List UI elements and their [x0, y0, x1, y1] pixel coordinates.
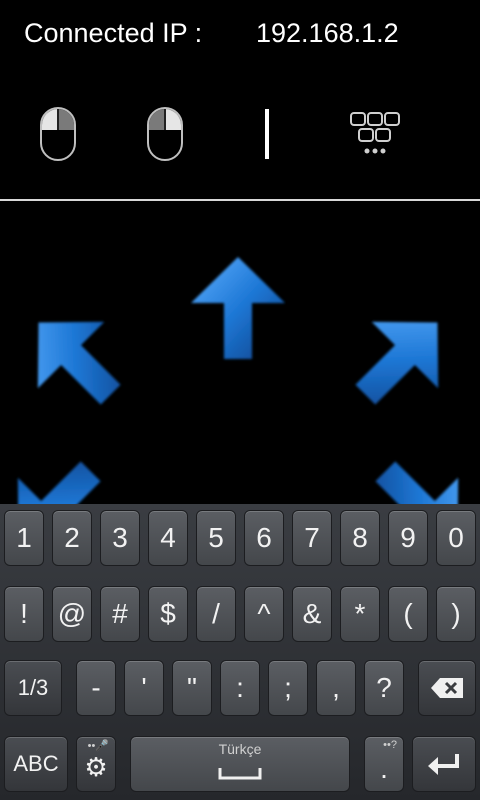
left-click-button[interactable] [30, 100, 86, 168]
keyboard-toggle-button[interactable] [342, 100, 408, 168]
key-exclamation[interactable]: ! [4, 586, 44, 642]
keyboard-icon [350, 112, 400, 154]
space-key[interactable]: Türkçe [130, 736, 350, 792]
space-language-label: Türkçe [218, 741, 262, 757]
key-dash[interactable]: - [76, 660, 116, 716]
key-ampersand[interactable]: & [292, 586, 332, 642]
gear-icon: ⚙ [84, 751, 108, 782]
settings-key[interactable]: ••🎤 ⚙ [76, 736, 116, 792]
key-open-paren[interactable]: ( [388, 586, 428, 642]
soft-keyboard: 1 2 3 4 5 6 7 8 9 0 ! @ # $ / ^ & * ( ) … [0, 504, 480, 800]
key-3[interactable]: 3 [100, 510, 140, 566]
arrow-pad[interactable] [0, 201, 480, 504]
connected-ip-value: 192.168.1.2 [256, 18, 399, 48]
key-6[interactable]: 6 [244, 510, 284, 566]
key-2[interactable]: 2 [52, 510, 92, 566]
key-semicolon[interactable]: ; [268, 660, 308, 716]
key-5[interactable]: 5 [196, 510, 236, 566]
key-colon[interactable]: : [220, 660, 260, 716]
key-question[interactable]: ? [364, 660, 404, 716]
arrow-down-left-button[interactable] [0, 433, 129, 504]
key-period-label: . [380, 753, 388, 784]
key-caret[interactable]: ^ [244, 586, 284, 642]
key-8[interactable]: 8 [340, 510, 380, 566]
key-apostrophe[interactable]: ' [124, 660, 164, 716]
key-period[interactable]: ••? . [364, 736, 404, 792]
connection-header: Connected IP : 192.168.1.2 [0, 0, 480, 200]
key-page-toggle[interactable]: 1/3 [4, 660, 62, 716]
key-9[interactable]: 9 [388, 510, 428, 566]
key-dollar[interactable]: $ [148, 586, 188, 642]
enter-icon [428, 754, 459, 775]
key-close-paren[interactable]: ) [436, 586, 476, 642]
key-abc[interactable]: ABC [4, 736, 68, 792]
backspace-icon [431, 678, 463, 698]
key-comma[interactable]: , [316, 660, 356, 716]
space-icon [218, 768, 262, 780]
key-at[interactable]: @ [52, 586, 92, 642]
right-click-button[interactable] [137, 100, 193, 168]
arrow-up-button[interactable] [190, 255, 286, 365]
arrow-down-right-button[interactable] [347, 433, 480, 504]
key-asterisk[interactable]: * [340, 586, 380, 642]
mic-hint-icon: ••🎤 [87, 740, 109, 752]
enter-key[interactable] [412, 736, 476, 792]
right-mouse-button-icon [147, 107, 183, 161]
arrow-up-left-button[interactable] [3, 287, 149, 433]
key-quote[interactable]: " [172, 660, 212, 716]
key-4[interactable]: 4 [148, 510, 188, 566]
period-hint: ••? [383, 739, 397, 751]
key-1[interactable]: 1 [4, 510, 44, 566]
text-input-button[interactable] [252, 100, 282, 168]
left-mouse-button-icon [40, 107, 76, 161]
key-slash[interactable]: / [196, 586, 236, 642]
arrow-up-right-button[interactable] [327, 287, 473, 433]
header-divider [0, 199, 480, 201]
key-hash[interactable]: # [100, 586, 140, 642]
key-0[interactable]: 0 [436, 510, 476, 566]
text-cursor-icon [265, 109, 269, 159]
key-7[interactable]: 7 [292, 510, 332, 566]
backspace-key[interactable] [418, 660, 476, 716]
connected-ip-label: Connected IP : [24, 18, 203, 48]
